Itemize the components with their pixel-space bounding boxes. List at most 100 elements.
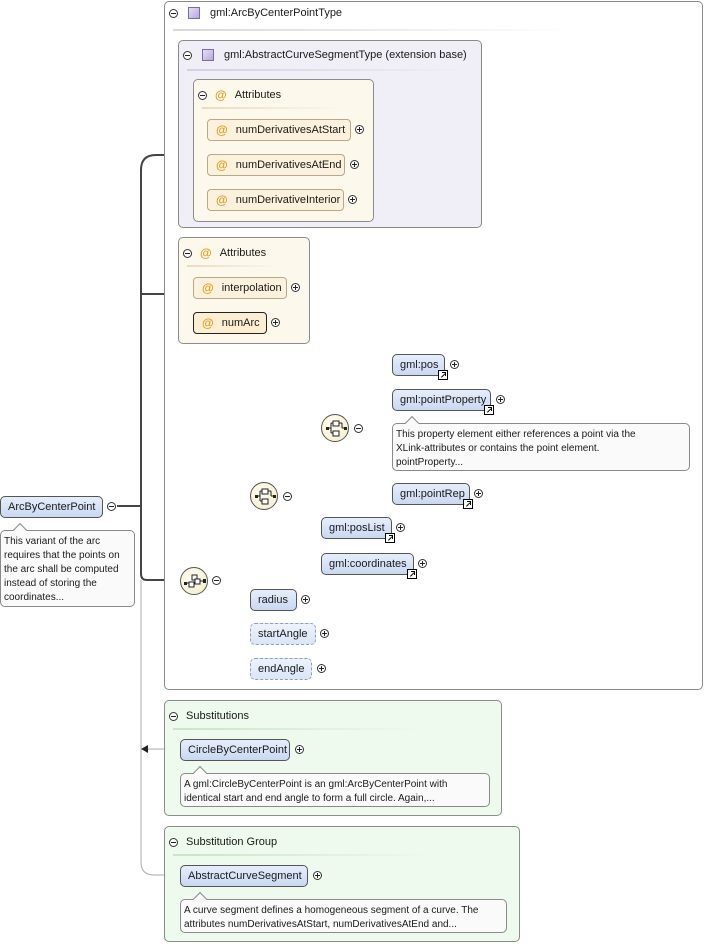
expand-toggle[interactable]: [291, 283, 300, 292]
collapse-toggle[interactable]: [107, 502, 116, 511]
substitutions-header: Substitutions: [169, 709, 249, 723]
element-label: gml:pointProperty: [400, 394, 487, 406]
element-label: gml:pos: [400, 359, 439, 371]
type-group-header: gml:ArcByCenterPointType: [169, 6, 342, 20]
expand-toggle[interactable]: [317, 664, 326, 673]
expand-toggle[interactable]: [496, 395, 505, 404]
substitutions-label: Substitutions: [186, 710, 249, 722]
attribute-interpolation[interactable]: @ interpolation: [193, 277, 287, 299]
expand-toggle[interactable]: [301, 595, 310, 604]
collapse-toggle[interactable]: [183, 50, 192, 60]
sequence-icon: [184, 574, 206, 588]
attributes-header: @ Attributes: [183, 246, 266, 260]
attribute-numDerivativesAtEnd[interactable]: @ numDerivativesAtEnd: [207, 154, 345, 176]
complex-type-icon: [202, 49, 214, 61]
choice-icon: [255, 488, 276, 505]
attribute-numDerivativeInterior[interactable]: @ numDerivativeInterior: [207, 189, 344, 211]
attribute-icon: @: [200, 246, 212, 260]
doc-line: A gml:CircleByCenterPoint is an gml:ArcB…: [184, 779, 448, 790]
element-AbstractCurveSegment[interactable]: AbstractCurveSegment: [180, 865, 308, 887]
doc-line: This variant of the arc: [4, 536, 101, 547]
element-gml-pointRep[interactable]: gml:pointRep: [392, 483, 473, 509]
expand-toggle[interactable]: [450, 360, 459, 369]
element-startAngle[interactable]: startAngle: [250, 623, 316, 645]
attribute-icon: @: [202, 281, 214, 295]
element-radius[interactable]: radius: [250, 589, 297, 611]
element-gml-posList[interactable]: gml:posList: [321, 517, 395, 543]
complex-type-icon: [188, 7, 200, 19]
doc-line: identical start and end angle to form a …: [184, 793, 435, 804]
reference-arrow-icon: [438, 370, 448, 380]
expand-toggle[interactable]: [418, 559, 427, 568]
doc-line: A curve segment defines a homogeneous se…: [184, 905, 479, 916]
attribute-numDerivativesAtStart[interactable]: @ numDerivativesAtStart: [207, 119, 351, 141]
substitution-group-header: Substitution Group: [169, 835, 277, 849]
collapse-toggle[interactable]: [283, 492, 292, 501]
choice-compositor[interactable]: [250, 482, 278, 510]
extension-base-label: gml:AbstractCurveSegmentType (extension …: [224, 49, 467, 61]
element-label: gml:posList: [329, 522, 385, 534]
element-label: gml:pointRep: [400, 488, 465, 500]
element-CircleByCenterPoint[interactable]: CircleByCenterPoint: [180, 739, 290, 761]
attribute-icon: @: [216, 123, 228, 137]
CircleByCenterPoint-documentation: A gml:CircleByCenterPoint is an gml:ArcB…: [180, 773, 490, 807]
attribute-icon: @: [215, 88, 227, 102]
expand-toggle[interactable]: [355, 125, 364, 134]
expand-toggle[interactable]: [474, 489, 483, 498]
collapse-toggle[interactable]: [212, 576, 221, 585]
expand-toggle[interactable]: [313, 871, 322, 880]
expand-toggle[interactable]: [396, 523, 405, 532]
doc-line: pointProperty...: [396, 457, 464, 468]
doc-line: coordinates...: [4, 592, 65, 603]
element-label: endAngle: [258, 663, 305, 675]
element-gml-pos[interactable]: gml:pos: [392, 354, 448, 380]
attribute-label: numDerivativesAtStart: [235, 124, 346, 136]
choice-icon: [326, 420, 347, 437]
doc-line: requires that the points on: [4, 550, 120, 561]
element-label: gml:coordinates: [329, 558, 407, 570]
attribute-label: interpolation: [221, 282, 282, 294]
expand-toggle[interactable]: [350, 160, 359, 169]
attribute-label: numDerivativesAtEnd: [235, 159, 342, 171]
element-gml-coordinates[interactable]: gml:coordinates: [321, 553, 417, 579]
expand-toggle[interactable]: [295, 745, 304, 754]
root-element-ArcByCenterPoint[interactable]: ArcByCenterPoint: [0, 496, 103, 518]
pointProperty-documentation: This property element either references …: [392, 423, 690, 471]
sequence-compositor[interactable]: [180, 567, 208, 595]
element-gml-pointProperty[interactable]: gml:pointProperty: [392, 389, 494, 415]
reference-arrow-icon: [484, 405, 494, 415]
reference-arrow-icon: [463, 499, 473, 509]
collapse-toggle[interactable]: [169, 711, 178, 721]
attribute-numArc[interactable]: @ numArc: [193, 312, 267, 334]
expand-toggle[interactable]: [320, 629, 329, 638]
doc-line: This property element either references …: [396, 429, 636, 440]
doc-line: attributes numDerivativesAtStart, numDer…: [184, 919, 457, 930]
element-label: startAngle: [258, 628, 308, 640]
reference-arrow-icon: [407, 569, 417, 579]
element-label: ArcByCenterPoint: [8, 501, 96, 513]
doc-line: instead of storing the: [4, 578, 97, 589]
attributes-label: Attributes: [219, 247, 267, 259]
element-label: CircleByCenterPoint: [188, 744, 288, 756]
attribute-label: numDerivativeInterior: [235, 194, 341, 206]
collapse-toggle[interactable]: [198, 90, 207, 100]
reference-arrow-icon: [385, 533, 395, 543]
attribute-icon: @: [216, 193, 228, 207]
collapse-toggle[interactable]: [169, 837, 178, 847]
base-attributes-header: @ Attributes: [198, 88, 281, 102]
collapse-toggle[interactable]: [169, 8, 178, 18]
attribute-icon: @: [202, 316, 214, 330]
doc-line: XLink-attributes or contains the point e…: [396, 443, 600, 454]
collapse-toggle[interactable]: [183, 248, 192, 258]
collapse-toggle[interactable]: [354, 424, 363, 433]
attribute-label: numArc: [221, 317, 260, 329]
element-label: radius: [258, 594, 288, 606]
expand-toggle[interactable]: [271, 318, 280, 327]
element-label: AbstractCurveSegment: [188, 870, 302, 882]
element-endAngle[interactable]: endAngle: [250, 658, 312, 680]
doc-line: the arc shall be computed: [4, 564, 119, 575]
AbstractCurveSegment-documentation: A curve segment defines a homogeneous se…: [180, 899, 507, 933]
choice-compositor[interactable]: [321, 414, 349, 442]
expand-toggle[interactable]: [348, 195, 357, 204]
substitution-group-label: Substitution Group: [186, 836, 278, 848]
